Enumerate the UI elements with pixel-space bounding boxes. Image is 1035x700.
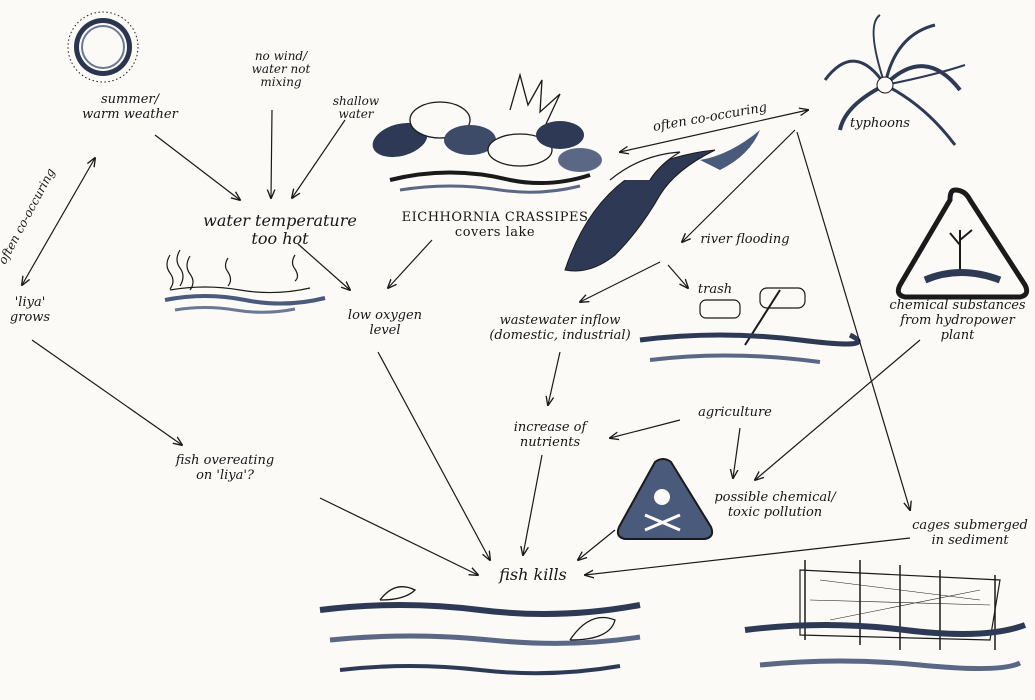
toxic-warning-sign — [618, 459, 712, 539]
arrow-watertemp-to-lowoxygen — [298, 244, 350, 290]
arrow-agriculture-to-nutrients — [610, 420, 680, 438]
label-toxic-pollution: possible chemical/toxic pollution — [705, 490, 845, 520]
arrow-shallow-to-watertemp — [292, 120, 345, 198]
arrow-nutrients-to-fishkills — [523, 455, 542, 555]
arrow-liya-to-overeating — [32, 340, 182, 445]
label-river-flooding: river flooding — [685, 232, 805, 247]
fish-kills-illustration — [320, 587, 640, 674]
arrow-toxic-to-fishkills — [578, 530, 615, 560]
arrow-wastewater-to-nutrients — [548, 352, 560, 405]
arrow-often-co-left — [22, 158, 95, 285]
arrow-cages-to-fishkills — [585, 538, 910, 575]
label-agriculture: agriculture — [680, 405, 790, 420]
fish-cage-illustration — [745, 560, 1025, 669]
arrow-overeating-to-fishkills — [320, 498, 478, 575]
trash-illustration — [640, 288, 858, 362]
arrow-lowoxygen-to-fishkills — [378, 352, 490, 560]
arrow-nowind-to-watertemp — [271, 110, 272, 198]
sun-illustration — [68, 12, 138, 82]
arrow-agriculture-to-toxic — [733, 428, 740, 478]
label-liya-grows: 'liya'grows — [0, 295, 60, 325]
arrow-eichhornia-to-lowoxygen — [388, 240, 432, 288]
label-typhoons: typhoons — [840, 116, 920, 131]
chemical-warning-sign — [898, 190, 1026, 297]
arrow-summer-to-watertemp — [155, 135, 240, 200]
label-fish-kills: fish kills — [478, 566, 588, 584]
water-hyacinth-illustration — [369, 75, 602, 192]
hot-water-illustration — [165, 250, 325, 312]
arrow-flooding-to-trash — [668, 265, 688, 288]
label-wastewater: wastewater inflow(domestic, industrial) — [470, 313, 650, 343]
label-summer: summer/warm weather — [70, 92, 190, 122]
label-trash: trash — [690, 282, 740, 297]
